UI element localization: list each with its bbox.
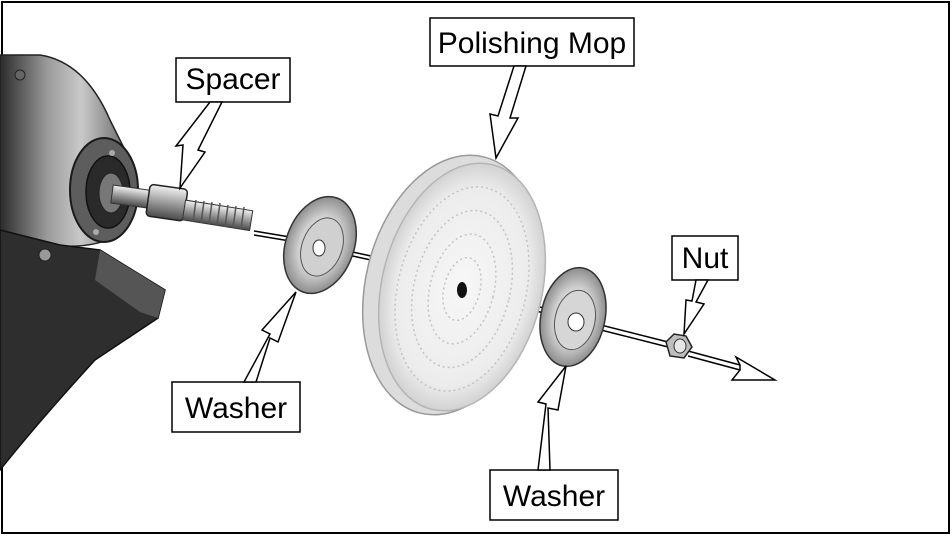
spindle (110, 183, 254, 232)
label-washer-right: Washer (503, 480, 605, 513)
washer-left-part (283, 195, 357, 295)
direction-arrow-head (730, 355, 778, 381)
nut-part (665, 333, 693, 359)
spacer-part (145, 183, 189, 222)
label-polishing-mop: Polishing Mop (438, 27, 626, 60)
callout-polishing-mop: Polishing Mop (429, 17, 635, 161)
callout-washer-right: Washer (489, 365, 619, 521)
callout-spacer: Spacer (174, 57, 291, 191)
callout-washer-left: Washer (171, 291, 301, 433)
label-spacer: Spacer (185, 63, 280, 96)
callout-nut: Nut (671, 235, 739, 337)
washer-right-part (539, 266, 607, 368)
polishing-mop-part (361, 154, 547, 416)
label-nut: Nut (682, 242, 729, 275)
label-washer-left: Washer (185, 392, 287, 425)
